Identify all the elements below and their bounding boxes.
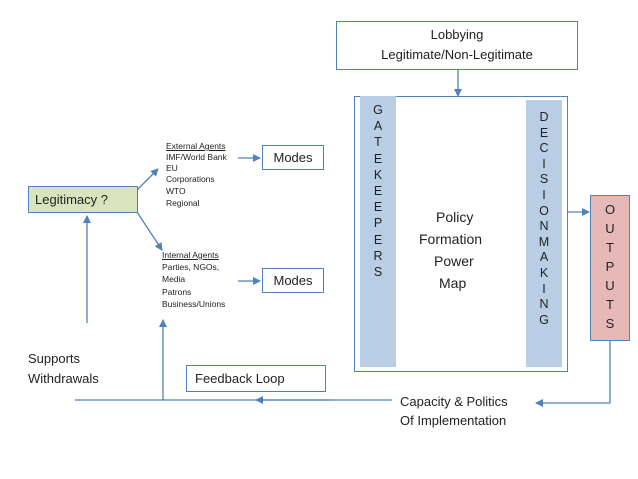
gatekeepers-letter: E	[373, 151, 383, 166]
implementation-label: Of Implementation	[400, 413, 507, 428]
gatekeepers-letter: E	[373, 184, 383, 199]
decision-making-letter: I	[542, 281, 546, 296]
outputs-letter: S	[605, 316, 615, 331]
modes-box-top: Modes	[262, 145, 324, 170]
legitimacy-to-external-arrow	[136, 168, 159, 191]
external-agent-item: IMF/World Bank	[166, 152, 227, 162]
external-agent-item: WTO	[166, 186, 186, 196]
decision-making-letter: A	[539, 250, 549, 265]
decision-making-column	[526, 100, 562, 367]
gatekeepers-letter: A	[373, 119, 383, 134]
outputs-letter: T	[606, 240, 614, 255]
gatekeepers-letter: S	[373, 265, 383, 280]
lobbying-title: Lobbying	[430, 27, 484, 42]
internal-agent-item: Business/Unions	[162, 299, 226, 309]
policy-line: Power	[434, 253, 474, 269]
external-agents-title: External Agents	[166, 141, 226, 151]
feedback-loop-label: Feedback Loop	[195, 371, 285, 386]
outputs-letter: O	[604, 202, 616, 217]
internal-agents-title: Internal Agents	[162, 250, 219, 260]
outputs-letter: U	[605, 278, 615, 293]
gatekeepers-letter: E	[373, 200, 383, 215]
gatekeepers-letter: T	[374, 135, 382, 150]
decision-making-letter: I	[542, 187, 546, 202]
outputs-letter: U	[605, 221, 615, 236]
outputs-letter: P	[605, 259, 615, 274]
decision-making-letter: K	[539, 265, 549, 280]
decision-making-letter: S	[539, 172, 549, 187]
gatekeepers-letter: K	[373, 167, 383, 182]
decision-making-letter: O	[539, 203, 549, 218]
modes-label: Modes	[273, 273, 313, 288]
capacity-label: Capacity & Politics	[400, 394, 508, 409]
legitimacy-to-internal-arrow	[136, 211, 163, 251]
gatekeepers-letter: G	[373, 103, 383, 117]
gatekeepers-letter: E	[373, 232, 383, 247]
decision-making-letter: D	[539, 110, 549, 124]
lobbying-subtitle: Legitimate/Non-Legitimate	[381, 47, 533, 62]
decision-making-letter: I	[542, 156, 546, 171]
outputs-to-capacity-line	[535, 340, 611, 407]
internal-agent-item: Parties, NGOs,	[162, 262, 220, 272]
decision-making-letter: C	[539, 141, 549, 156]
gatekeepers-column	[360, 96, 396, 367]
internal-agent-item: Media	[162, 274, 186, 284]
outputs-letter: T	[606, 297, 614, 312]
internal-agent-item: Patrons	[162, 287, 192, 297]
modes-label: Modes	[273, 150, 313, 165]
legitimacy-box: Legitimacy ?	[28, 186, 138, 213]
gatekeepers-letter: P	[373, 216, 383, 231]
outputs-box	[590, 195, 630, 341]
modes-box-bottom: Modes	[262, 268, 324, 293]
policy-line: Formation	[419, 231, 483, 247]
feedback-loop-box: Feedback Loop	[186, 365, 326, 392]
gatekeepers-letter: R	[373, 248, 383, 263]
decision-making-letter: E	[539, 125, 549, 140]
decision-making-letter: M	[538, 234, 550, 249]
external-agent-item: EU	[166, 163, 178, 173]
decision-making-letter: N	[539, 297, 549, 312]
supports-label: Supports	[28, 351, 81, 366]
legitimacy-label: Legitimacy ?	[35, 192, 108, 207]
withdrawals-label: Withdrawals	[28, 371, 99, 386]
decision-making-letter: N	[539, 219, 549, 234]
external-agent-item: Corporations	[166, 174, 215, 184]
lobbying-box: Lobbying Legitimate/Non-Legitimate	[336, 21, 578, 70]
external-agent-item: Regional	[166, 198, 200, 208]
decision-making-letter: G	[539, 312, 549, 327]
policy-line: Policy	[436, 209, 474, 225]
policy-line: Map	[439, 275, 467, 291]
